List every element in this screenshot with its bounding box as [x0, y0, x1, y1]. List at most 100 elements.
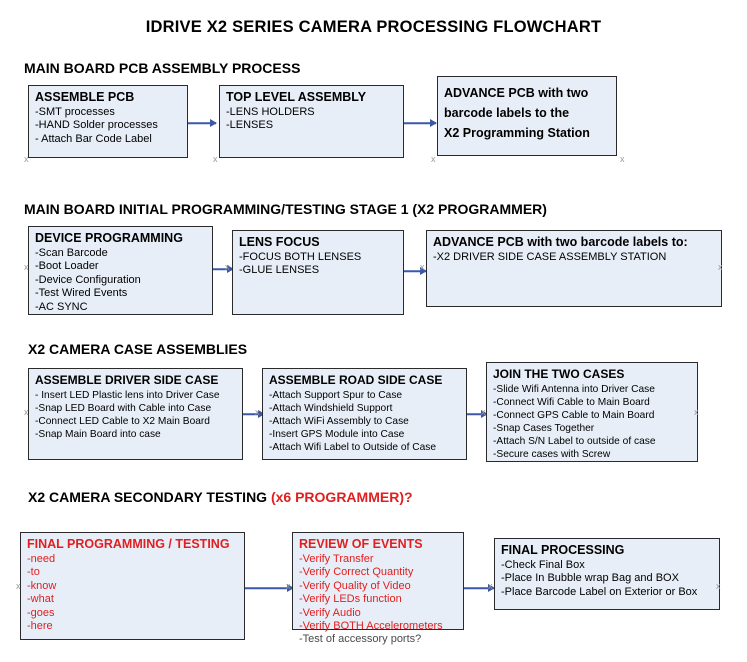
- box-final-processing: FINAL PROCESSING -Check Final Box -Place…: [494, 538, 720, 610]
- box-title: ASSEMBLE ROAD SIDE CASE: [269, 373, 443, 387]
- list-item: -Boot Loader: [35, 260, 99, 273]
- connector-mark: x: [620, 154, 625, 164]
- list-item: -Connect LED Cable to X2 Main Board: [35, 416, 210, 427]
- list-item: -Place Barcode Label on Exterior or Box: [501, 585, 698, 598]
- list-item: -Verify Transfer: [299, 553, 374, 565]
- list-item: -goes: [27, 606, 55, 619]
- list-item: -AC SYNC: [35, 300, 88, 313]
- arrow-device-to-lens: [213, 264, 234, 274]
- list-item: -Attach WiFi Assembly to Case: [269, 416, 409, 427]
- section-heading-4: X2 CAMERA SECONDARY TESTING (x6 PROGRAMM…: [28, 489, 413, 505]
- list-item: -Verify LEDs function: [299, 593, 402, 606]
- list-item: -Device Configuration: [35, 273, 141, 286]
- box-advance-pcb-2: ADVANCE PCB with two barcode labels to: …: [426, 230, 722, 307]
- arrow-driver-to-road: [243, 409, 265, 419]
- box-title-line1: ADVANCE PCB with two: [444, 86, 589, 100]
- box-title-line2: barcode labels to the: [444, 106, 570, 120]
- box-assemble-road-side-case: ASSEMBLE ROAD SIDE CASE -Attach Support …: [262, 368, 467, 460]
- box-title: FINAL PROCESSING: [501, 543, 625, 557]
- list-item: -Verify Quality of Video: [299, 579, 411, 592]
- list-item: -Snap Main Board into case: [35, 429, 161, 440]
- box-advance-pcb-1: ADVANCE PCB with two barcode labels to t…: [437, 76, 617, 156]
- connector-mark: x: [24, 154, 29, 164]
- list-item: -FOCUS BOTH LENSES: [239, 251, 362, 263]
- list-item: -GLUE LENSES: [239, 264, 320, 277]
- list-item: -to: [27, 566, 40, 579]
- list-item: -Snap LED Board with Cable into Case: [35, 403, 212, 414]
- box-title: JOIN THE TWO CASES: [493, 367, 625, 381]
- list-item: -X2 DRIVER SIDE CASE ASSEMBLY STATION: [433, 251, 667, 263]
- list-item: -here: [27, 620, 53, 633]
- connector-mark: x: [481, 407, 486, 417]
- connector-mark: x: [255, 407, 260, 417]
- box-device-programming: DEVICE PROGRAMMING -Scan Barcode -Boot L…: [28, 226, 213, 315]
- box-review-of-events: REVIEW OF EVENTS -Verify Transfer -Verif…: [292, 532, 464, 645]
- arrow-final-prog-to-review: [245, 583, 294, 593]
- connector-mark: x: [213, 154, 218, 164]
- list-item: -HAND Solder processes: [35, 119, 158, 132]
- list-item: -Secure cases with Screw: [493, 449, 611, 460]
- connector-mark: x: [718, 262, 723, 272]
- section-heading-1: MAIN BOARD PCB ASSEMBLY PROCESS: [24, 60, 301, 76]
- arrow-road-to-join: [467, 409, 488, 419]
- list-item: -Connect GPS Cable to Main Board: [493, 410, 655, 421]
- box-title: TOP LEVEL ASSEMBLY: [226, 90, 367, 104]
- connector-mark: x: [420, 262, 425, 272]
- box-join-the-two-cases: JOIN THE TWO CASES -Slide Wifi Antenna i…: [486, 362, 698, 462]
- list-item: -Attach Windshield Support: [269, 403, 393, 414]
- connector-mark: x: [431, 154, 436, 164]
- box-title: REVIEW OF EVENTS: [299, 537, 423, 551]
- list-item: -Slide Wifi Antenna into Driver Case: [493, 384, 655, 395]
- connector-mark: x: [716, 581, 721, 591]
- list-item: -need: [27, 553, 56, 565]
- list-item: -Test Wired Events: [35, 287, 128, 300]
- box-top-level-assembly: TOP LEVEL ASSEMBLY -LENS HOLDERS -LENSES: [219, 85, 404, 158]
- arrow-pcb-to-top-level: [188, 118, 217, 128]
- list-item: -know: [27, 579, 57, 592]
- page-title: IDRIVE X2 SERIES CAMERA PROCESSING FLOWC…: [145, 18, 602, 36]
- list-item: -Verify Audio: [299, 606, 361, 619]
- arrow-lens-to-advance: [404, 266, 427, 276]
- box-title-line3: X2 Programming Station: [444, 126, 590, 140]
- arrow-review-to-final-processing: [464, 583, 495, 593]
- list-item: -LENS HOLDERS: [226, 106, 315, 118]
- section-heading-3: X2 CAMERA CASE ASSEMBLIES: [28, 341, 248, 357]
- list-item: -Verify BOTH Accelerometers: [299, 620, 443, 633]
- box-title: LENS FOCUS: [239, 235, 320, 249]
- box-final-programming-testing: FINAL PROGRAMMING / TESTING -need -to -k…: [20, 532, 245, 640]
- list-item: -Attach Wifi Label to Outside of Case: [269, 442, 437, 453]
- arrow-top-level-to-advance: [404, 118, 437, 128]
- list-item: -LENSES: [226, 119, 274, 132]
- list-item: -Scan Barcode: [35, 247, 108, 259]
- box-title: ASSEMBLE DRIVER SIDE CASE: [35, 373, 219, 387]
- list-item: -Verify Correct Quantity: [299, 566, 414, 579]
- box-title: DEVICE PROGRAMMING: [35, 231, 183, 245]
- list-item: - Attach Bar Code Label: [35, 132, 152, 145]
- list-item: -SMT processes: [35, 106, 115, 118]
- list-item: -Insert GPS Module into Case: [269, 429, 405, 440]
- list-item: -Attach Support Spur to Case: [269, 390, 403, 401]
- box-title: ASSEMBLE PCB: [35, 90, 135, 104]
- list-item: - Insert LED Plastic lens into Driver Ca…: [35, 390, 220, 401]
- connector-mark: x: [488, 581, 493, 591]
- box-title: ADVANCE PCB with two barcode labels to:: [433, 235, 688, 249]
- box-assemble-pcb: ASSEMBLE PCB -SMT processes -HAND Solder…: [28, 85, 188, 158]
- list-item: -Place In Bubble wrap Bag and BOX: [501, 572, 679, 585]
- section-heading-4-text: X2 CAMERA SECONDARY TESTING: [28, 489, 271, 505]
- list-item: -Test of accessory ports?: [299, 633, 422, 646]
- box-lens-focus: LENS FOCUS -FOCUS BOTH LENSES -GLUE LENS…: [232, 230, 404, 315]
- connector-mark: x: [694, 407, 699, 417]
- connector-mark: x: [24, 407, 29, 417]
- box-assemble-driver-side-case: ASSEMBLE DRIVER SIDE CASE - Insert LED P…: [28, 368, 243, 460]
- list-item: -Connect Wifi Cable to Main Board: [493, 397, 650, 408]
- list-item: -Attach S/N Label to outside of case: [493, 436, 656, 447]
- list-item: -Check Final Box: [501, 559, 585, 571]
- section-heading-2: MAIN BOARD INITIAL PROGRAMMING/TESTING S…: [24, 201, 547, 217]
- list-item: -Snap Cases Together: [493, 423, 595, 434]
- box-title: FINAL PROGRAMMING / TESTING: [27, 537, 230, 551]
- connector-mark: x: [225, 262, 230, 272]
- connector-mark: x: [24, 262, 29, 272]
- connector-mark: x: [16, 581, 21, 591]
- connector-mark: x: [286, 581, 291, 591]
